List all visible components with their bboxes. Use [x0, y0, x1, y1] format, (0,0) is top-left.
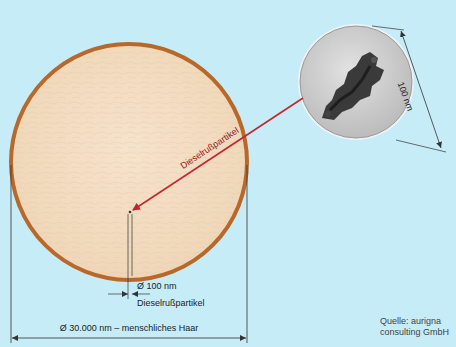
dimension-label: Ø 30.000 nm – menschliches Haar [60, 323, 199, 334]
particle-label: Dieselrußpartikel [137, 298, 205, 309]
pointer-arrow [133, 98, 303, 210]
dimension-line [12, 338, 246, 339]
particle-photo [300, 26, 412, 138]
particle-dot [129, 211, 132, 214]
hair-cross-section [11, 44, 247, 280]
source-note: Quelle: aurigna consulting GmbH [380, 316, 454, 338]
soot-agglomerate [322, 52, 384, 120]
dimension-label: Ø 100 nm [137, 281, 177, 292]
